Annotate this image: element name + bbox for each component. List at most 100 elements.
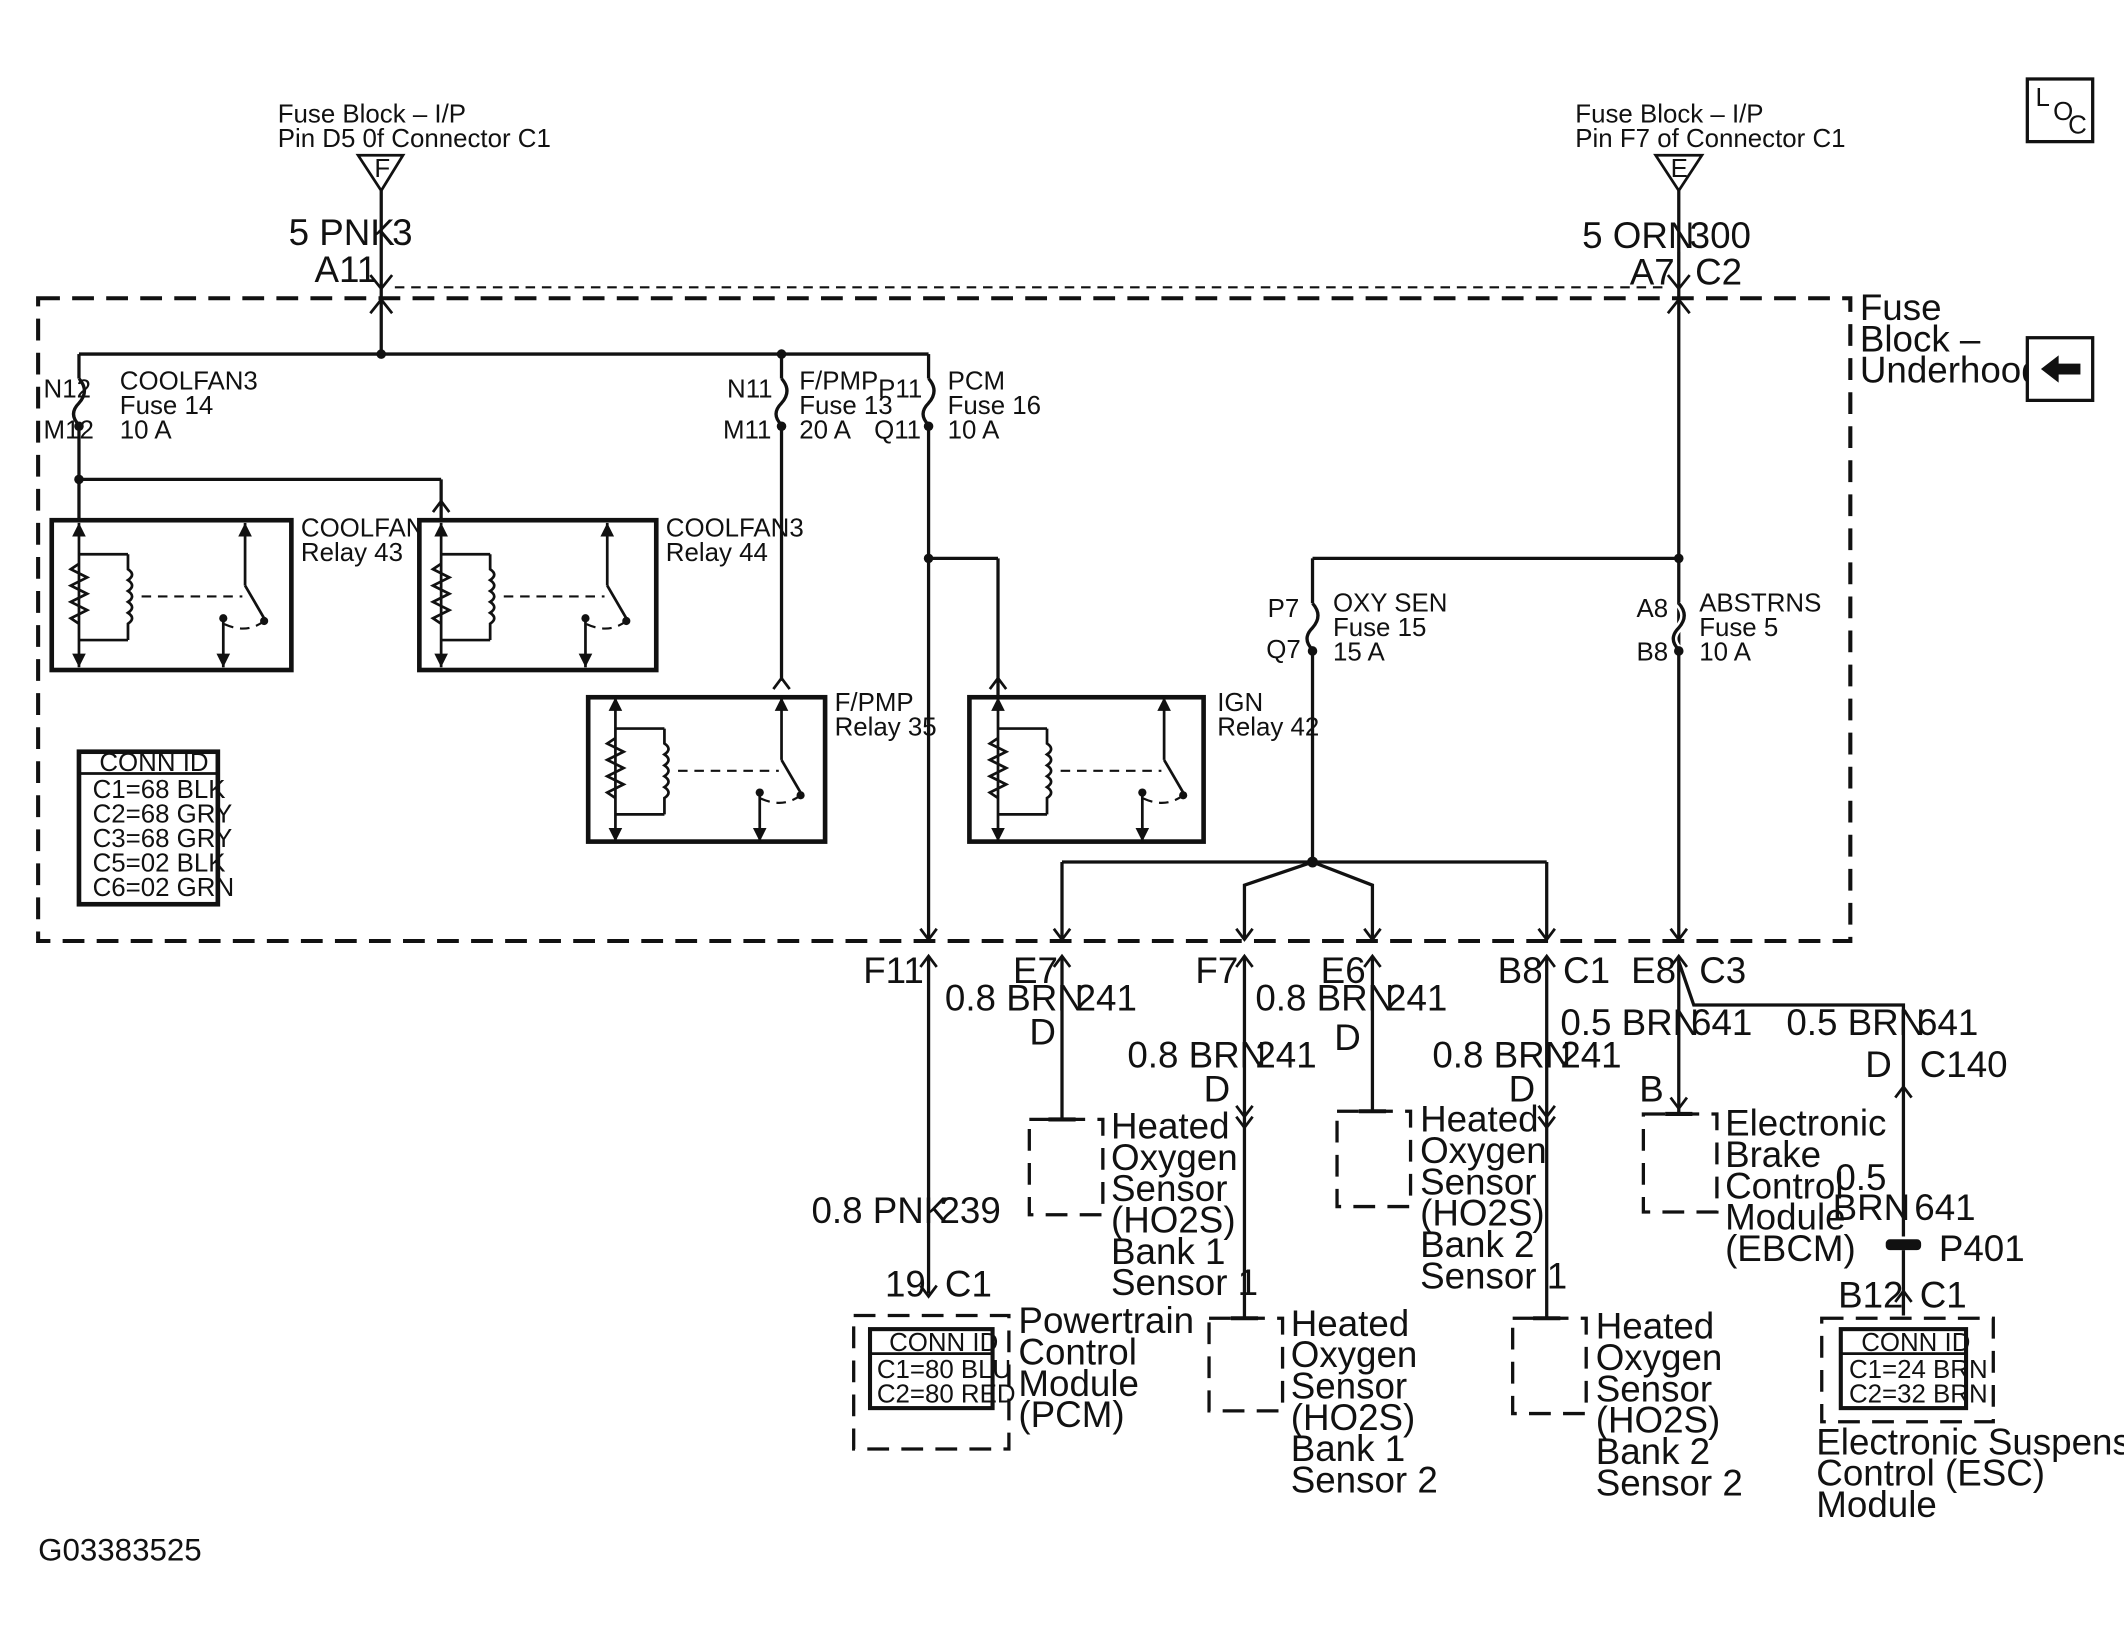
back-arrow-button[interactable] bbox=[2025, 336, 2095, 403]
svg-text:Electronic Suspension: Electronic Suspension bbox=[1816, 1421, 2124, 1462]
wire-labels: 0.8 BRN 241 D 0.8 BRN 241 D 0.8 BRN 241 … bbox=[811, 977, 2024, 1315]
terminal-f-label: F bbox=[374, 155, 390, 183]
svg-text:20 A: 20 A bbox=[799, 417, 852, 445]
svg-text:D: D bbox=[1029, 1012, 1056, 1053]
svg-text:Q7: Q7 bbox=[1266, 636, 1300, 664]
svg-text:Heated: Heated bbox=[1111, 1105, 1230, 1146]
svg-text:C1=68 BLK: C1=68 BLK bbox=[93, 776, 226, 804]
svg-text:P11: P11 bbox=[878, 376, 922, 404]
svg-text:D: D bbox=[1865, 1044, 1892, 1085]
ho2s-bank2-sensor1: Heated Oxygen Sensor (HO2S) Bank 2 Senso… bbox=[1335, 1099, 1567, 1296]
svg-text:Bank 2: Bank 2 bbox=[1420, 1224, 1534, 1265]
bottom-inner-arrows bbox=[919, 927, 1689, 942]
svg-text:BRN: BRN bbox=[1833, 1187, 1911, 1228]
svg-text:Bank 1: Bank 1 bbox=[1111, 1231, 1225, 1272]
svg-text:Control: Control bbox=[1725, 1165, 1843, 1206]
svg-text:0.8 BRN: 0.8 BRN bbox=[1432, 1035, 1571, 1076]
svg-text:Block –: Block – bbox=[1860, 318, 1981, 359]
svg-text:241: 241 bbox=[1076, 977, 1137, 1018]
esc-module: CONN ID C1=24 BRN C2=32 BRN Electronic S… bbox=[1816, 1316, 2124, 1525]
svg-text:Sensor: Sensor bbox=[1291, 1366, 1407, 1407]
svg-text:0.5 BRN: 0.5 BRN bbox=[1560, 1002, 1699, 1043]
fuse-fpmp: N11 M11 F/PMP Fuse 13 20 A bbox=[723, 354, 893, 681]
svg-text:Bank 1: Bank 1 bbox=[1291, 1428, 1405, 1469]
terminal-f-icon bbox=[355, 153, 406, 194]
svg-text:Fuse 13: Fuse 13 bbox=[799, 392, 892, 420]
svg-text:(HO2S): (HO2S) bbox=[1420, 1193, 1545, 1234]
svg-text:C1: C1 bbox=[1563, 950, 1610, 991]
svg-text:241: 241 bbox=[1386, 977, 1447, 1018]
svg-text:Underhood: Underhood bbox=[1860, 350, 2042, 391]
svg-text:Fuse: Fuse bbox=[1860, 287, 1942, 328]
source-left-line2: Pin D5 0f Connector C1 bbox=[278, 125, 551, 153]
svg-text:Heated: Heated bbox=[1420, 1099, 1539, 1140]
ho2s-bank2-sensor2: Heated Oxygen Sensor (HO2S) Bank 2 Senso… bbox=[1511, 1306, 1743, 1503]
fuse-coolfan3: N12 M12 COOLFAN3 Fuse 14 10 A bbox=[44, 354, 258, 480]
svg-text:239: 239 bbox=[939, 1190, 1000, 1231]
svg-text:Oxygen: Oxygen bbox=[1420, 1130, 1547, 1171]
svg-text:(HO2S): (HO2S) bbox=[1291, 1397, 1416, 1438]
svg-text:Oxygen: Oxygen bbox=[1111, 1137, 1238, 1178]
svg-text:(HO2S): (HO2S) bbox=[1596, 1400, 1721, 1441]
svg-text:641: 641 bbox=[1691, 1002, 1752, 1043]
svg-text:Oxygen: Oxygen bbox=[1596, 1337, 1723, 1378]
svg-text:C1=24 BRN: C1=24 BRN bbox=[1849, 1356, 1988, 1384]
svg-text:E7: E7 bbox=[1013, 950, 1058, 991]
svg-text:F/PMP: F/PMP bbox=[835, 689, 914, 717]
top-left-source: Fuse Block – I/P Pin D5 0f Connector C1 … bbox=[278, 101, 551, 357]
svg-text:Fuse 14: Fuse 14 bbox=[120, 392, 213, 420]
loc-icon[interactable]: L O C bbox=[2025, 77, 2095, 144]
svg-text:B: B bbox=[1639, 1069, 1664, 1110]
p401-connector bbox=[1885, 1239, 1922, 1316]
svg-text:0.5: 0.5 bbox=[1835, 1157, 1886, 1198]
svg-text:Relay 43: Relay 43 bbox=[301, 539, 403, 567]
svg-text:O: O bbox=[2053, 98, 2073, 126]
svg-text:C2=32 BRN: C2=32 BRN bbox=[1849, 1381, 1988, 1409]
svg-text:OXY SEN: OXY SEN bbox=[1333, 589, 1447, 617]
svg-text:C3=68 GRY: C3=68 GRY bbox=[93, 825, 233, 853]
bottom-pin-labels: F11 E7 F7 E6 B8 C1 E8 C3 bbox=[863, 950, 1746, 991]
source-left-line1: Fuse Block – I/P bbox=[278, 101, 466, 129]
svg-text:(EBCM): (EBCM) bbox=[1725, 1228, 1856, 1269]
svg-text:Sensor: Sensor bbox=[1596, 1368, 1712, 1409]
svg-text:0.8 PNK: 0.8 PNK bbox=[811, 1190, 948, 1231]
svg-text:P401: P401 bbox=[1939, 1228, 2025, 1269]
svg-text:N12: N12 bbox=[44, 376, 91, 404]
svg-text:241: 241 bbox=[1255, 1035, 1316, 1076]
svg-text:Bank 2: Bank 2 bbox=[1596, 1431, 1710, 1472]
svg-text:C1: C1 bbox=[1920, 1274, 1967, 1315]
svg-text:Heated: Heated bbox=[1291, 1303, 1410, 1344]
svg-text:Powertrain: Powertrain bbox=[1018, 1300, 1194, 1341]
svg-text:COOLFAN2: COOLFAN2 bbox=[301, 515, 439, 543]
svg-text:300: 300 bbox=[1690, 215, 1751, 256]
source-right-line2: Pin F7 of Connector C1 bbox=[1575, 125, 1845, 153]
svg-text:F/PMP: F/PMP bbox=[799, 367, 878, 395]
svg-text:CONN ID: CONN ID bbox=[99, 749, 208, 777]
fuse-block-underhood-border bbox=[36, 296, 1853, 944]
terminal-e-icon bbox=[1653, 153, 1705, 194]
svg-text:C1=80 BLU: C1=80 BLU bbox=[877, 1356, 1011, 1384]
svg-text:E8: E8 bbox=[1631, 950, 1676, 991]
svg-text:15 A: 15 A bbox=[1333, 638, 1386, 666]
svg-text:Fuse 5: Fuse 5 bbox=[1699, 614, 1778, 642]
svg-text:COOLFAN3: COOLFAN3 bbox=[120, 367, 258, 395]
svg-text:641: 641 bbox=[1917, 1002, 1978, 1043]
svg-text:Sensor 2: Sensor 2 bbox=[1291, 1460, 1438, 1501]
svg-text:C: C bbox=[2068, 111, 2087, 139]
svg-text:F7: F7 bbox=[1195, 950, 1238, 991]
svg-text:D: D bbox=[1204, 1069, 1231, 1110]
svg-text:PCM: PCM bbox=[948, 367, 1005, 395]
svg-text:19: 19 bbox=[885, 1263, 926, 1304]
svg-text:Sensor 1: Sensor 1 bbox=[1111, 1262, 1258, 1303]
ho2s-bank1-sensor1: Heated Oxygen Sensor (HO2S) Bank 1 Senso… bbox=[1027, 1105, 1258, 1303]
svg-text:E6: E6 bbox=[1321, 950, 1366, 991]
svg-text:Control (ESC): Control (ESC) bbox=[1816, 1453, 2045, 1494]
svg-text:0.5 BRN: 0.5 BRN bbox=[1786, 1002, 1925, 1043]
svg-text:10 A: 10 A bbox=[120, 417, 173, 445]
fuse-block-label: Fuse Block – Underhood bbox=[1860, 287, 2042, 391]
svg-text:COOLFAN3: COOLFAN3 bbox=[666, 515, 804, 543]
svg-text:Module: Module bbox=[1725, 1197, 1846, 1238]
fuse-oxysen: P7 Q7 OXY SEN Fuse 15 15 A bbox=[1266, 558, 1447, 861]
svg-text:B8: B8 bbox=[1637, 638, 1669, 666]
